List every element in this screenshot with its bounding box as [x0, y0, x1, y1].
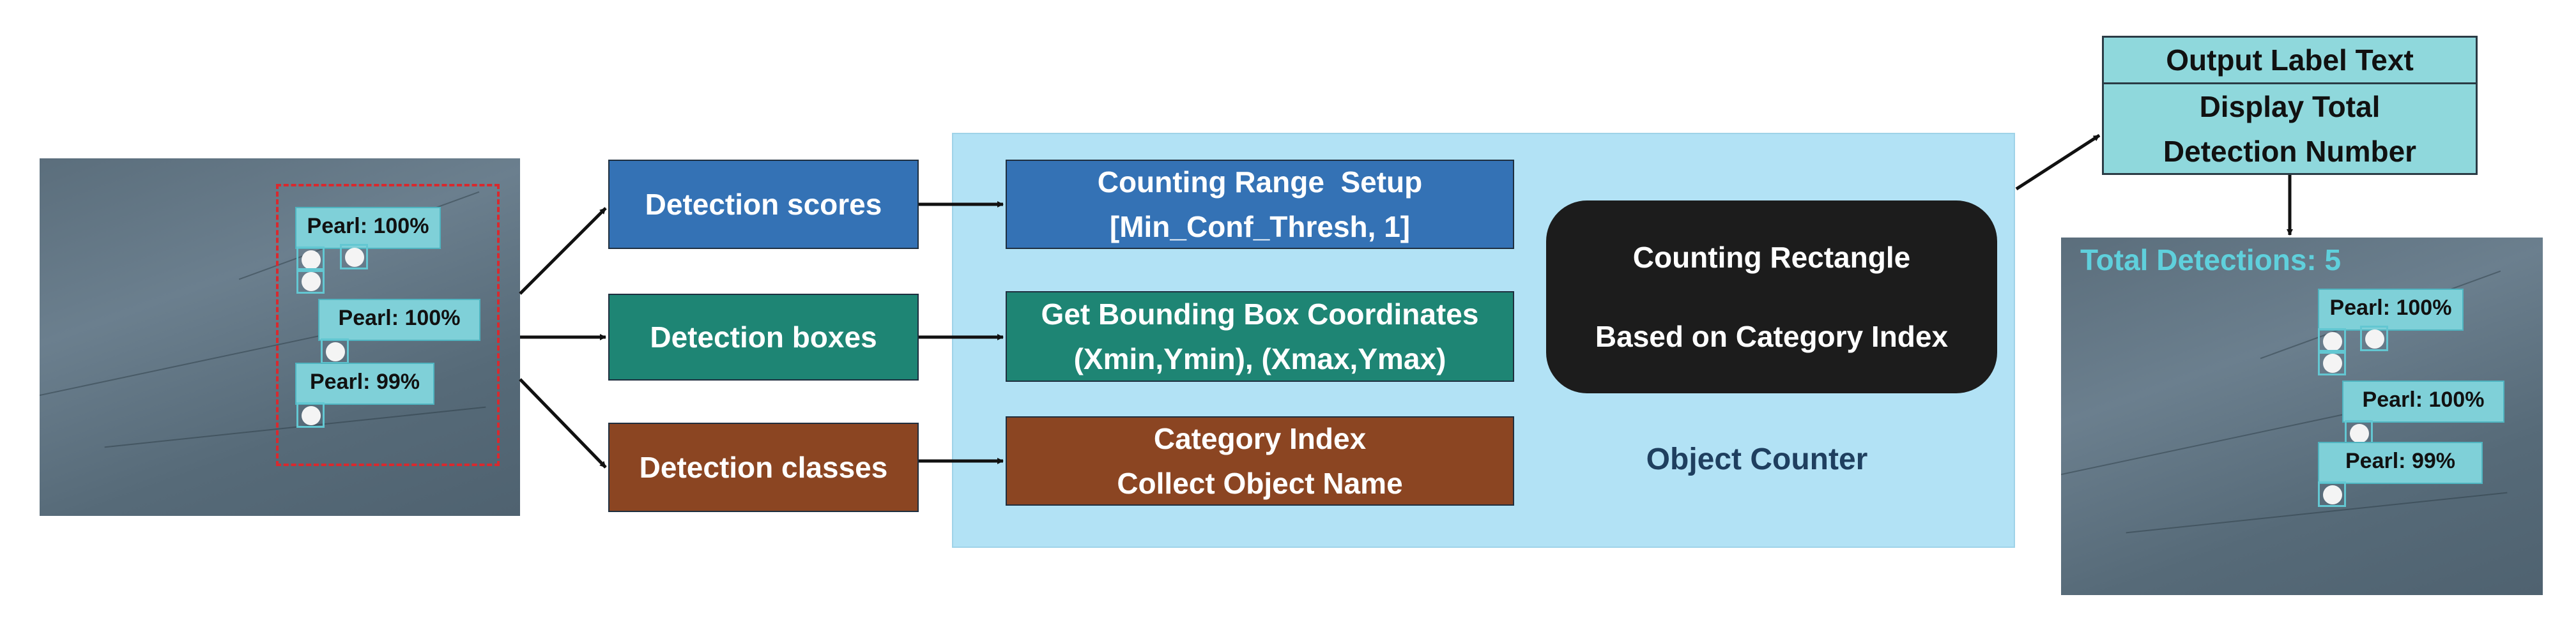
- output-label-line3: Detection Number: [2163, 135, 2417, 168]
- detection-label: Pearl: 100%: [2318, 289, 2464, 331]
- detection-label: Pearl: 99%: [2318, 442, 2483, 484]
- arrow-to-classes: [519, 378, 607, 469]
- output-label-line2: Display Total: [2199, 90, 2380, 123]
- counting-range-line1: Counting Range Setup: [1097, 165, 1423, 199]
- pearl-box: [2318, 350, 2346, 375]
- detection-scores-box: Detection scores: [608, 160, 919, 249]
- object-counter-title: Object Counter: [1646, 442, 1868, 476]
- bbox-line2: (Xmin,Ymin), (Xmax,Ymax): [1073, 342, 1446, 375]
- detection-classes-box: Detection classes: [608, 423, 919, 512]
- total-detections-text: Total Detections: 5: [2080, 243, 2342, 276]
- detection-boxes-box: Detection boxes: [608, 294, 919, 381]
- category-index-box: Category Index Collect Object Name: [1006, 416, 1514, 506]
- counting-rectangle-line2: Based on Category Index: [1595, 320, 1949, 353]
- arrow-counter-to-output: [2015, 133, 2101, 191]
- pearl-box: [2318, 481, 2346, 507]
- result-image: Total Detections: 5 Pearl: 100% Pearl: 1…: [2061, 238, 2543, 595]
- arrow-to-scores: [519, 207, 607, 295]
- output-label-line1: Output Label Text: [2104, 38, 2476, 84]
- output-label-box: Output Label Text Display Total Detectio…: [2102, 36, 2478, 175]
- counting-rectangle-box: Counting Rectangle Based on Category Ind…: [1546, 200, 1997, 393]
- category-line2: Collect Object Name: [1117, 467, 1403, 500]
- detection-label: Pearl: 100%: [295, 207, 441, 249]
- pearl-box: [340, 244, 368, 269]
- detection-label: Pearl: 100%: [2342, 381, 2504, 423]
- counting-range-box: Counting Range Setup [Min_Conf_Thresh, 1…: [1006, 160, 1514, 249]
- bbox-line1: Get Bounding Box Coordinates: [1041, 298, 1479, 331]
- bounding-box-coords-box: Get Bounding Box Coordinates (Xmin,Ymin)…: [1006, 291, 1514, 382]
- detection-label: Pearl: 99%: [295, 363, 434, 405]
- counting-rectangle-line1: Counting Rectangle: [1632, 241, 1911, 274]
- detection-label: Pearl: 100%: [318, 299, 480, 341]
- category-line1: Category Index: [1153, 422, 1367, 455]
- counting-range-line2: [Min_Conf_Thresh, 1]: [1109, 210, 1411, 243]
- input-image: Pearl: 100% Pearl: 100% Pearl: 99%: [40, 158, 520, 516]
- pearl-box: [296, 268, 325, 294]
- pearl-box: [2345, 420, 2373, 446]
- detection-region: [276, 184, 500, 466]
- pearl-box: [296, 246, 325, 272]
- pearl-box: [2360, 326, 2388, 351]
- pearl-box: [2318, 328, 2346, 354]
- pearl-box: [296, 402, 325, 428]
